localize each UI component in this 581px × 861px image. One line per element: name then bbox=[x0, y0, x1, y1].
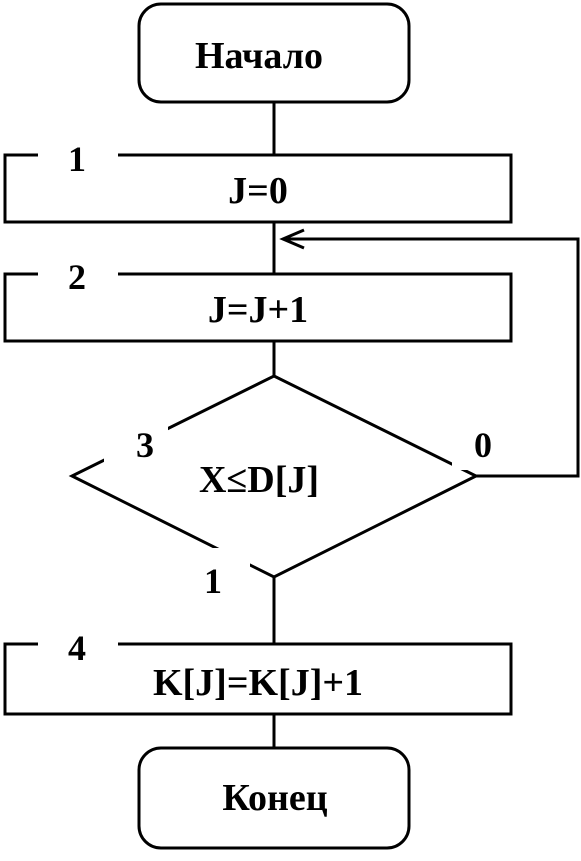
block-2-number-bg bbox=[38, 240, 118, 292]
loop-back-connector bbox=[283, 237, 580, 478]
process-block-4 bbox=[3, 642, 513, 716]
end-label: Конец bbox=[222, 777, 327, 819]
branch-yes-label-bg bbox=[180, 548, 250, 608]
block-4-number-bg bbox=[38, 612, 118, 662]
start-terminal bbox=[137, 2, 411, 104]
block-1-number-bg bbox=[38, 120, 118, 172]
block-4-number: 4 bbox=[68, 628, 86, 668]
start-label: Начало bbox=[195, 35, 323, 77]
block-2-label: J=J+1 bbox=[208, 289, 308, 331]
block-1-label: J=0 bbox=[228, 170, 288, 212]
block-3-number-bg bbox=[104, 414, 168, 464]
block-3-number: 3 bbox=[136, 425, 154, 465]
block-3-label: X≤D[J] bbox=[199, 459, 319, 501]
end-terminal bbox=[137, 746, 411, 850]
branch-yes-label: 1 bbox=[204, 561, 222, 601]
block-2-number: 2 bbox=[68, 257, 86, 297]
branch-no-label: 0 bbox=[474, 425, 492, 465]
branch-no-label-bg bbox=[452, 410, 524, 470]
block-4-label: K[J]=K[J]+1 bbox=[153, 662, 363, 704]
block-1-number: 1 bbox=[68, 139, 86, 179]
loop-back-arrowhead bbox=[279, 228, 305, 250]
